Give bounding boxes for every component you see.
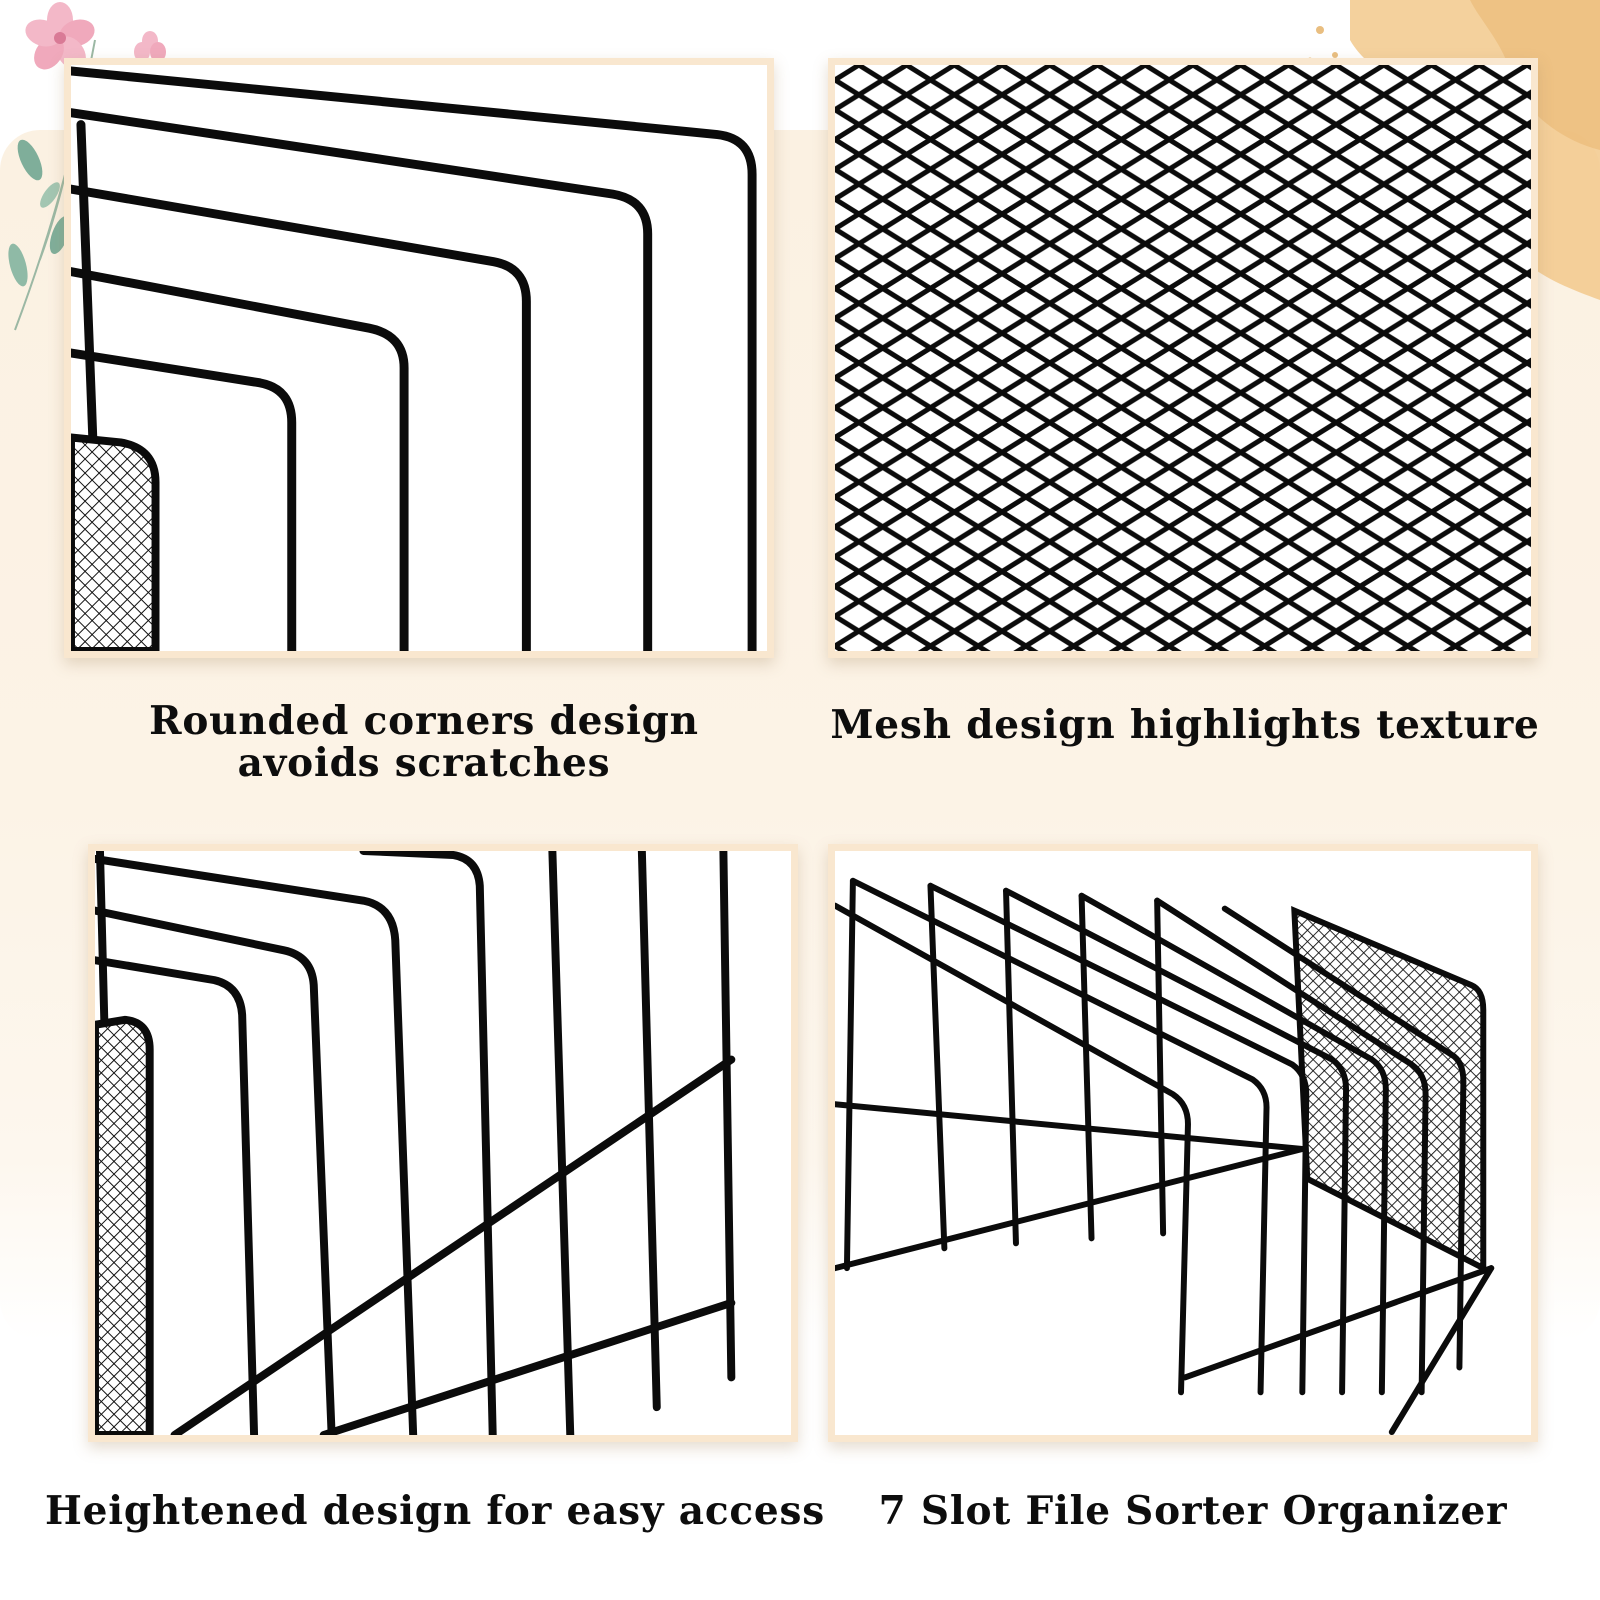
file-sorter-product-photo <box>828 844 1538 1442</box>
caption-heightened-design: Heightened design for easy access <box>40 1490 830 1532</box>
flower-decoration-icon <box>8 2 166 331</box>
rounded-corner-wire-icon <box>71 65 767 651</box>
caption-line: 7 Slot File Sorter Organizer <box>878 1488 1508 1534</box>
caption-mesh-design: Mesh design highlights texture <box>820 704 1550 746</box>
caption-line: Heightened design for easy access <box>44 1488 826 1534</box>
rounded-corners-photo <box>64 58 774 658</box>
caption-file-sorter: 7 Slot File Sorter Organizer <box>848 1490 1538 1532</box>
tall-wire-slots-icon <box>95 851 791 1435</box>
mesh-pattern-icon <box>835 65 1531 651</box>
file-sorter-icon <box>835 851 1531 1435</box>
mesh-texture-photo <box>828 58 1538 658</box>
caption-line: Mesh design highlights texture <box>830 702 1540 748</box>
heightened-design-photo <box>88 844 798 1442</box>
caption-line: Rounded corners design <box>149 698 699 744</box>
caption-line: avoids scratches <box>237 740 611 786</box>
caption-rounded-corners: Rounded corners design avoids scratches <box>74 700 774 784</box>
